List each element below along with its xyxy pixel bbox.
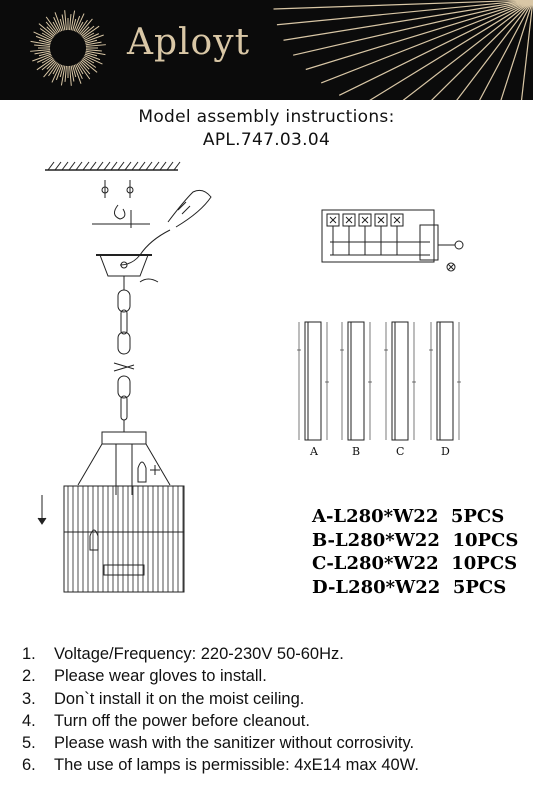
part-letter-a: A [309,445,319,458]
instruction-item: 3.Don`t install it on the moist ceiling. [22,689,305,708]
model-number: APL.747.03.04 [202,130,331,150]
parts-list-item: D-L280*W22 5PCS [312,576,507,598]
parts-list-item: A-L280*W22 5PCS [312,506,505,527]
canopy-icon [96,254,159,283]
instruction-item: 2.Please wear gloves to install. [22,667,267,686]
sunburst-logo-icon [30,10,106,86]
part-letter-c: C [396,445,404,458]
part-letter-b: B [352,445,360,458]
corner-rays-icon [273,0,533,100]
header-decoration [30,0,533,100]
part-letters: A B C D [309,445,450,458]
page-title: Model assembly instructions: [138,107,395,127]
instructions-list: 1.Voltage/Frequency: 220-230V 50-60Hz. 2… [22,643,419,777]
chandelier-body-icon [37,431,185,593]
instruction-item: 4.Turn off the power before cleanout. [22,711,310,730]
wiring-icon [119,189,212,266]
instruction-item: 6.The use of lamps is permissible: 4xE14… [22,756,419,775]
parts-list: A-L280*W22 5PCS B-L280*W22 10PCS C-L280*… [312,505,518,599]
crystal-parts-drawing [297,321,461,441]
brand-logo-text: Aployt [127,22,251,63]
parts-list-item: C-L280*W22 10PCS [312,553,518,574]
assembly-drawing: A B C D [37,161,464,593]
part-letter-d: D [441,445,450,458]
chain-icon [113,276,135,432]
wiring-diagram [321,209,464,272]
parts-list-item: B-L280*W22 10PCS [312,529,519,551]
brand-header: Aployt [0,0,533,100]
instruction-item: 1.Voltage/Frequency: 220-230V 50-60Hz. [22,645,344,663]
mounting-screws-icon [92,180,150,228]
instruction-item: 5.Please wash with the sanitizer without… [22,734,415,753]
ceiling-hatch-icon [45,161,181,171]
